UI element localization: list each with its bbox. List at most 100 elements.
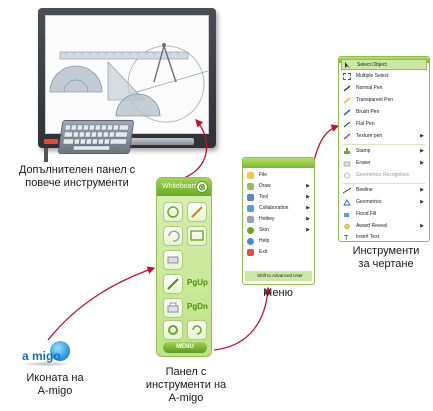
pen-green-icon: [167, 278, 179, 290]
draw-item-texture-pen[interactable]: Texture pen ▶: [341, 131, 427, 142]
draw-item-multiple-select[interactable]: Multiple Select: [341, 71, 427, 82]
screen-button[interactable]: [187, 226, 207, 246]
caption-extra-panel: Допълнителен панел с повече инструменти: [2, 164, 152, 190]
main-menu[interactable]: File Draw ▶ Tool ▶ Collaboration ▶ Hotke…: [242, 157, 315, 285]
amigo-logo-shadow: [24, 362, 68, 366]
geometrics-icon: [343, 199, 351, 206]
gears-icon: [168, 325, 178, 335]
draw-item-insert-text[interactable]: T Insert Text: [341, 232, 427, 243]
draw-item-stamp[interactable]: Stamp ▶: [341, 146, 427, 157]
main-menu-header: [243, 158, 314, 168]
beeline-icon: [342, 187, 352, 194]
caption-drawing-tools: Инструменти за чертане: [340, 245, 432, 271]
chevron-right-icon: ▶: [420, 133, 424, 139]
menu-item-exit[interactable]: Exit: [245, 247, 312, 258]
chevron-right-icon: ▶: [306, 205, 310, 211]
pen-icon: [191, 206, 203, 218]
menu-item-label: Tool: [259, 194, 269, 200]
draw-item-select-object[interactable]: Select Object: [341, 59, 427, 70]
amigo-logo-icon: [50, 341, 70, 361]
chevron-right-icon: ▶: [306, 194, 310, 200]
undo-button[interactable]: [163, 226, 183, 246]
draw-item-flood-fill[interactable]: Flood Fill: [341, 209, 427, 220]
caption-amigo-icon-line2: A-migo: [37, 385, 73, 397]
draw-item-normal-pen[interactable]: Normal Pen: [341, 83, 427, 94]
chevron-right-icon: ▶: [420, 223, 424, 229]
arrow-logo-to-panel: [47, 266, 156, 341]
amigo-logo[interactable]: a migo: [22, 338, 70, 368]
draw-item-award-reveal[interactable]: Award Reveal ▶: [341, 221, 427, 232]
screen-icon: [190, 230, 204, 241]
skin-icon: [247, 227, 254, 234]
menu-item-skin[interactable]: Skin ▶: [245, 225, 312, 236]
menu-item-label: Collaboration: [259, 205, 289, 211]
eraser-button[interactable]: [163, 250, 183, 270]
draw-item-flat-pen[interactable]: Flat Pen: [341, 119, 427, 130]
menu-item-collaboration[interactable]: Collaboration ▶: [245, 203, 312, 214]
caption-extra-panel-line2: повече инструменти: [25, 177, 129, 189]
draw-item-eraser[interactable]: Eraser ▶: [341, 158, 427, 169]
caption-drawing-tools-line2: за чертане: [358, 258, 414, 270]
menu-item-tool[interactable]: Tool ▶: [245, 192, 312, 203]
pen-icon: [343, 85, 351, 92]
gears-button[interactable]: [163, 320, 183, 340]
chevron-right-icon: ▶: [306, 227, 310, 233]
draw-item-label: Brush Pen: [356, 109, 380, 115]
advanced-user-toggle[interactable]: Shift to Advanced User: [245, 271, 312, 281]
page-up-label[interactable]: PgUp: [187, 278, 208, 287]
draw-item-label: Insert Text: [356, 234, 379, 240]
draw-item-transparent-pen[interactable]: Transparent Pen: [341, 95, 427, 106]
toolbar-title: Whiteboard: [162, 183, 198, 190]
select-icon: [167, 206, 179, 218]
draw-item-label: Transparent Pen: [356, 97, 394, 103]
whiteboard-stand: [44, 148, 48, 162]
draw-item-brush-pen[interactable]: Brush Pen: [341, 107, 427, 118]
page-down-label[interactable]: PgDn: [187, 302, 208, 311]
draw-item-geometrics-recognition: Geometrics Recognition: [341, 170, 427, 181]
advanced-user-label: Shift to Advanced User: [257, 273, 303, 278]
print-button[interactable]: [163, 298, 183, 318]
help-icon: [247, 238, 254, 245]
protractor-icon: [49, 65, 103, 93]
menu-button[interactable]: MENU: [163, 342, 207, 353]
ruler-icon: [59, 51, 189, 60]
keyboard-keys-icon: [62, 124, 129, 151]
undo-icon: [168, 230, 180, 242]
flood-fill-icon: [343, 211, 351, 218]
stamp-icon: [343, 148, 351, 155]
pen-green-button[interactable]: [163, 274, 183, 294]
chevron-right-icon: ▶: [420, 199, 424, 205]
draw-item-label: Beeline: [356, 187, 373, 193]
refresh-button[interactable]: [187, 320, 207, 340]
draw-item-beeline[interactable]: Beeline ▶: [341, 185, 427, 196]
refresh-icon: [192, 325, 202, 335]
menu-item-hotkey[interactable]: Hotkey ▶: [245, 214, 312, 225]
menu-item-label: Exit: [259, 249, 268, 255]
compass-icon: [162, 43, 166, 47]
chevron-right-icon: ▶: [306, 216, 310, 222]
hotkey-icon: [247, 216, 254, 223]
pen-button[interactable]: [187, 202, 207, 222]
draw-item-geometrics[interactable]: Geometrics ▶: [341, 197, 427, 208]
draw-item-label: Eraser: [356, 160, 371, 166]
draw-submenu[interactable]: Select Object Multiple Select Normal Pen…: [338, 56, 430, 242]
geometry-tools-illustration: [49, 43, 208, 123]
caption-panel-line2: инструменти на: [145, 379, 227, 391]
draw-item-label: Texture pen: [356, 133, 383, 139]
menu-item-draw[interactable]: Draw ▶: [245, 181, 312, 192]
whiteboard-surface: [45, 15, 209, 134]
insert-text-icon: T: [343, 234, 351, 242]
select-button[interactable]: [163, 202, 183, 222]
draw-item-label: Geometrics: [356, 199, 382, 205]
draw-item-label: Flood Fill: [356, 211, 377, 217]
amigo-logo-text: a migo: [22, 349, 61, 363]
close-icon[interactable]: ⊗: [196, 181, 208, 193]
menu-item-label: File: [259, 172, 268, 178]
protractor-small-icon: [115, 93, 161, 117]
eraser-icon: [167, 256, 179, 264]
amigo-toolbar-panel[interactable]: Whiteboard ⊗ PgUp PgDn MENU: [156, 177, 212, 357]
menu-item-file[interactable]: File: [245, 170, 312, 181]
draw-item-label: Flat Pen: [356, 121, 375, 127]
menu-item-help[interactable]: Help: [245, 236, 312, 247]
svg-text:T: T: [344, 235, 349, 241]
